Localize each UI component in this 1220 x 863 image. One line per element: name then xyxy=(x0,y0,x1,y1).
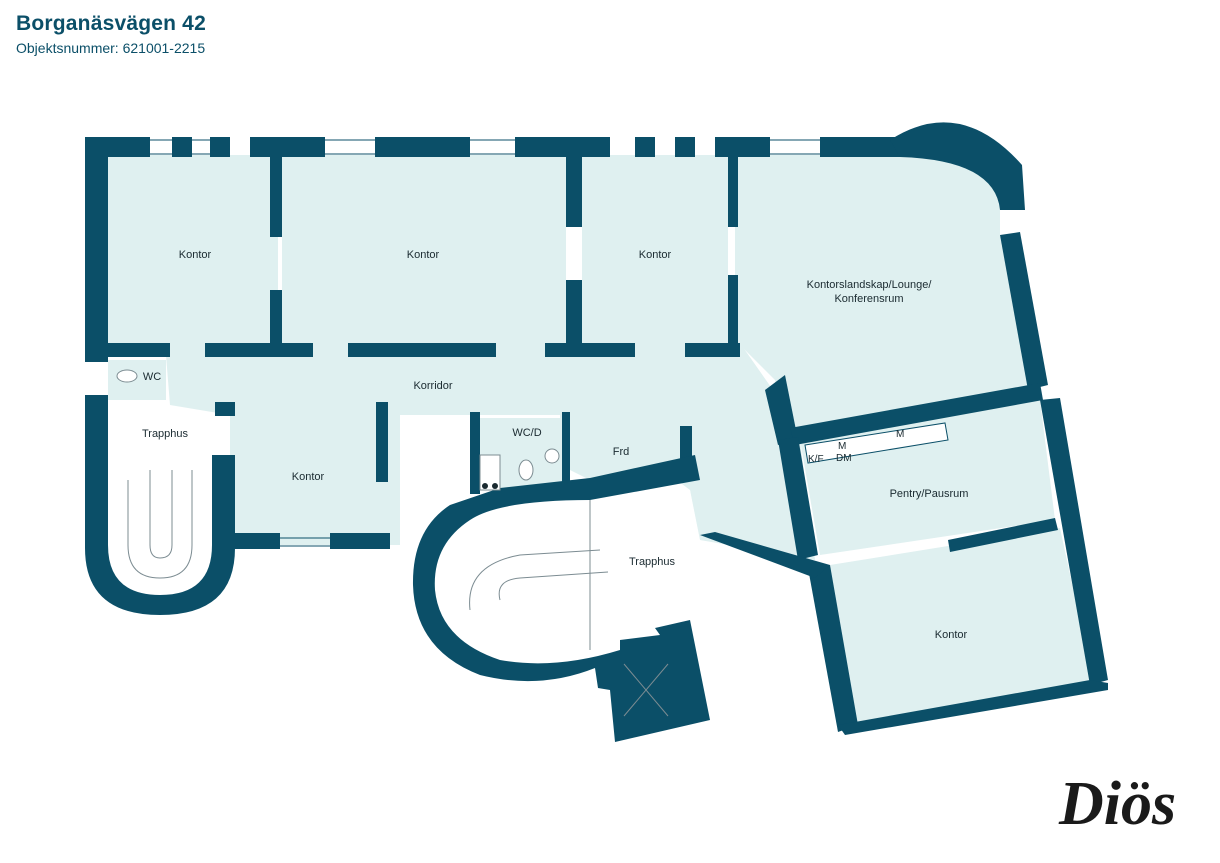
wall-wcd xyxy=(470,412,480,494)
sanitary-fixtures xyxy=(116,369,560,491)
wall-top-seg xyxy=(675,137,695,157)
walls xyxy=(85,122,1108,742)
label-lounge-line2: Konferensrum xyxy=(834,293,903,305)
wall-top-seg xyxy=(820,137,900,157)
wall-int-2b xyxy=(566,280,582,348)
kitchen-counter: K/F M DM M xyxy=(804,422,949,465)
stair-center-floor xyxy=(434,490,715,664)
label-korridor: Korridor xyxy=(413,380,452,392)
windows xyxy=(150,139,820,547)
floor-kontor-4 xyxy=(235,415,380,545)
stair-left-inner xyxy=(149,470,173,559)
fixture-m1: M xyxy=(838,441,846,452)
wall-h-1 xyxy=(108,343,170,357)
wall-int-1 xyxy=(270,157,282,237)
stair-center-flight xyxy=(469,549,601,611)
label-wc: WC xyxy=(143,371,161,383)
wall-top-seg xyxy=(715,137,770,157)
burner xyxy=(492,483,498,489)
wall-pentry-left xyxy=(778,437,818,560)
wall-h-5 xyxy=(685,343,740,357)
label-kontor-5: Kontor xyxy=(935,629,968,641)
object-number: Objektsnummer: 621001-2215 xyxy=(16,40,206,56)
floor-wc xyxy=(108,360,166,400)
floor-kontor-2 xyxy=(282,155,566,343)
label-frd: Frd xyxy=(613,446,630,458)
stair-left-flight xyxy=(127,470,193,579)
counter-shape xyxy=(804,422,949,464)
wall-stair-left xyxy=(85,413,235,615)
fixture-dm: DM xyxy=(836,453,852,464)
floor-kontor-5 xyxy=(830,528,1093,722)
wall-kontor4-left xyxy=(212,455,235,545)
wall-h-3 xyxy=(348,343,496,357)
wall-h-2 xyxy=(205,343,313,357)
label-lounge-line1: Kontorslandskap/Lounge/ xyxy=(807,279,933,291)
label-wcd: WC/D xyxy=(512,427,541,439)
wall-frd-right xyxy=(680,426,692,466)
wall-top-seg xyxy=(375,137,470,157)
wall-kontor4-top xyxy=(215,402,235,416)
stair-center-inner xyxy=(498,571,609,601)
sink-wcd xyxy=(544,448,560,464)
wall-lounge-bottom xyxy=(790,383,1043,445)
label-trapphus-left: Trapphus xyxy=(142,428,189,440)
wall-bay-window xyxy=(890,122,1025,210)
stove xyxy=(479,454,501,491)
floor-kontor-1 xyxy=(108,155,278,343)
wall-right-lower xyxy=(1040,398,1108,685)
burner xyxy=(482,483,488,489)
wall-left xyxy=(85,137,108,362)
fixture-m2: M xyxy=(896,429,904,440)
label-kontor-4: Kontor xyxy=(292,471,325,483)
wall-top-seg xyxy=(210,137,230,157)
wall-int-2 xyxy=(566,157,582,227)
room-labels: Kontor Kontor Kontor Kontorslandskap/Lou… xyxy=(142,249,968,641)
label-pentry: Pentry/Pausrum xyxy=(890,488,969,500)
wall-kontor5-bottom xyxy=(838,680,1108,735)
wall-kontor4-right xyxy=(376,402,388,482)
wall-left-lower xyxy=(85,395,108,413)
toilet-wc xyxy=(116,369,138,383)
floor-lounge xyxy=(735,154,1028,440)
wall-int-3 xyxy=(728,157,738,227)
wall-kontor4-bottom2 xyxy=(330,533,390,549)
wall-pentry-bottom xyxy=(948,518,1058,552)
stove-burners xyxy=(482,483,498,489)
label-trapphus-center: Trapphus xyxy=(629,556,676,568)
stairwells xyxy=(108,430,715,720)
wall-lounge-diag xyxy=(765,375,798,445)
wall-int-3b xyxy=(728,275,738,343)
wall-top-seg xyxy=(515,137,610,157)
toilet-wcd xyxy=(518,459,534,481)
floor-kontor-3 xyxy=(582,155,728,343)
wall-stair-center xyxy=(412,455,710,742)
wall-diagonal-connector xyxy=(700,532,830,578)
wall-kontor5-left xyxy=(808,565,858,732)
logo-text: Diös xyxy=(1058,770,1176,838)
stair-elevator-cross xyxy=(623,663,669,717)
wall-top-seg xyxy=(250,137,325,157)
stair-left-floor xyxy=(108,430,212,595)
label-kontor-1: Kontor xyxy=(179,249,212,261)
wall-top-seg xyxy=(172,137,192,157)
wall-kontor4-bottom xyxy=(235,533,280,549)
fixture-kf: K/F xyxy=(808,454,824,465)
dios-logo: Diös xyxy=(1058,770,1176,838)
label-kontor-3: Kontor xyxy=(639,249,672,261)
wall-right-upper xyxy=(1000,232,1048,390)
stair-details xyxy=(127,470,669,717)
label-kontor-2: Kontor xyxy=(407,249,440,261)
wall-top-seg xyxy=(635,137,655,157)
wall-int-1b xyxy=(270,290,282,343)
wall-wcd-right xyxy=(562,412,570,492)
page-title: Borganäsvägen 42 xyxy=(16,12,206,35)
wall-h-4 xyxy=(545,343,635,357)
